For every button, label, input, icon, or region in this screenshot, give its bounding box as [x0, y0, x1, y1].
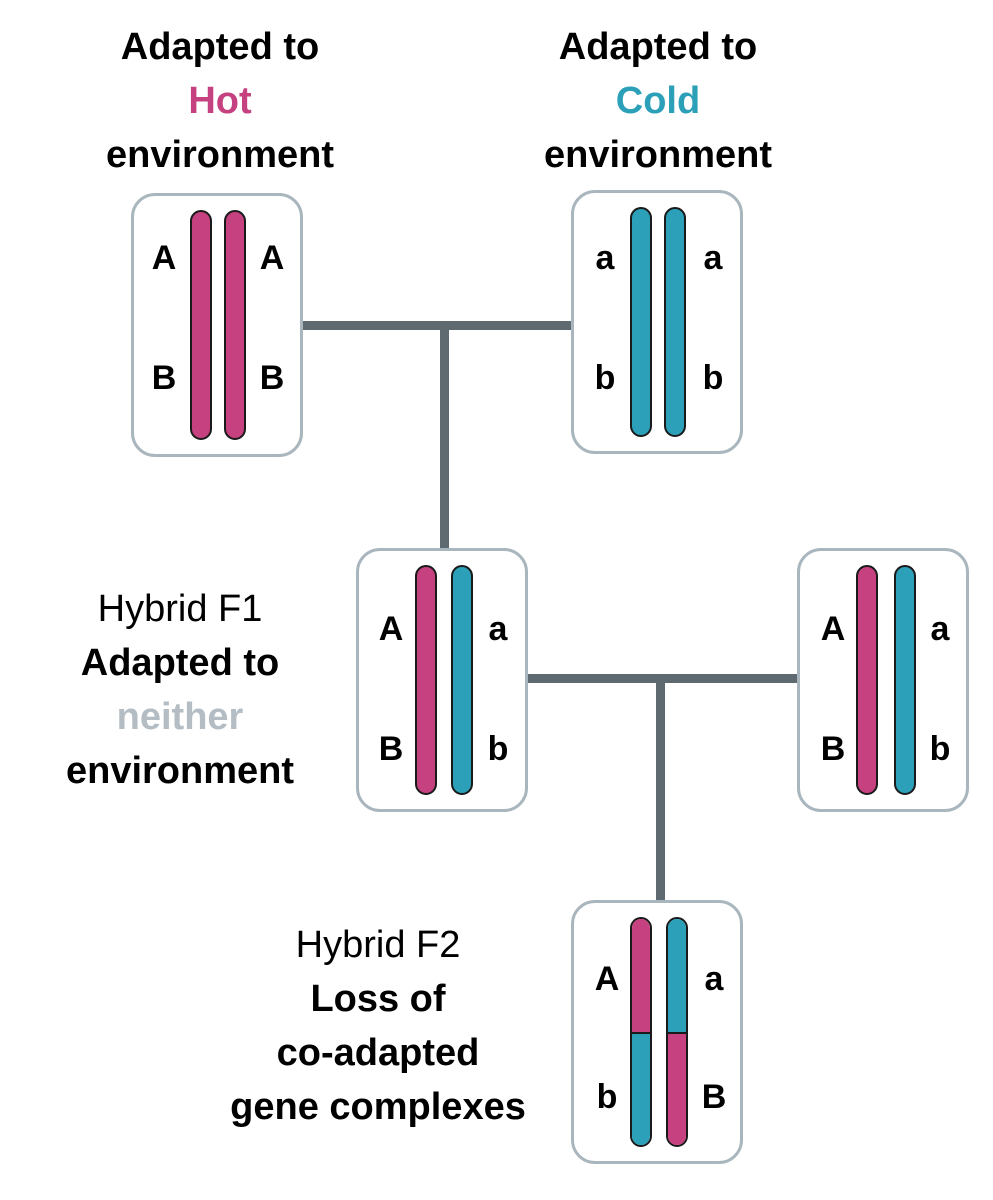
parent-cross-line — [303, 321, 573, 330]
f1-word: neither — [116, 696, 244, 738]
hot-right-allele-top: A — [259, 239, 285, 277]
f1-left-allele-bottom: B — [378, 730, 404, 768]
hot-chromosome-2 — [224, 210, 246, 440]
f1-right-allele-top: a — [488, 610, 508, 648]
cold-right-allele-top: a — [703, 239, 723, 277]
f2-right-allele-bottom: B — [701, 1078, 727, 1116]
f1-line1: Adapted to — [80, 642, 280, 684]
hot-chromosome-1 — [190, 210, 212, 440]
f1-title: Hybrid F1 — [97, 588, 263, 630]
f1-right-allele-bottom: b — [487, 730, 509, 768]
f1-mate-hot-chromosome — [856, 565, 878, 795]
f2-chrom2-hot-segment — [668, 1032, 686, 1145]
f2-chrom1-cold-segment — [632, 1032, 650, 1145]
cold-parent-heading: Adapted to Cold environment — [498, 20, 818, 182]
cold-heading-line3: environment — [543, 134, 773, 176]
f1-genotype-box: A B a b — [356, 548, 528, 812]
f1-hot-chromosome — [415, 565, 437, 795]
f2-genotype-box: A b a B — [571, 900, 743, 1164]
f1-cold-chromosome — [451, 565, 473, 795]
f2-left-allele-top: A — [594, 960, 620, 998]
f2-recombinant-chromosome-1 — [630, 917, 652, 1147]
cold-left-allele-bottom: b — [594, 359, 616, 397]
cold-chromosome-2 — [664, 207, 686, 437]
hot-heading-line1: Adapted to — [120, 26, 320, 68]
f2-right-allele-top: a — [704, 960, 724, 998]
cold-left-allele-top: a — [595, 239, 615, 277]
hot-parent-heading: Adapted to Hot environment — [60, 20, 380, 182]
f2-line2: co-adapted — [276, 1032, 480, 1074]
f1-mate-right-allele-bottom: b — [929, 730, 951, 768]
f1-left-allele-top: A — [378, 610, 404, 648]
f2-label: Hybrid F2 Loss of co-adapted gene comple… — [198, 918, 558, 1134]
f1-line3: environment — [65, 750, 295, 792]
cold-chromosome-1 — [630, 207, 652, 437]
f2-chrom2-cold-segment — [668, 919, 686, 1032]
f2-recombinant-chromosome-2 — [666, 917, 688, 1147]
hot-heading-word: Hot — [188, 80, 252, 122]
f2-chrom1-hot-segment — [632, 919, 650, 1032]
hot-left-allele-top: A — [151, 239, 177, 277]
hot-right-allele-bottom: B — [259, 359, 285, 397]
cold-right-allele-bottom: b — [702, 359, 724, 397]
f1-descent-line — [656, 674, 665, 904]
f1-mate-genotype-box: A B a b — [797, 548, 969, 812]
f2-title: Hybrid F2 — [295, 924, 461, 966]
f1-mate-left-allele-top: A — [820, 610, 846, 648]
hot-parent-genotype-box: A B A B — [131, 193, 303, 457]
f1-mate-right-allele-top: a — [930, 610, 950, 648]
f1-mate-cold-chromosome — [894, 565, 916, 795]
cold-heading-word: Cold — [615, 80, 701, 122]
cold-parent-genotype-box: a b a b — [571, 190, 743, 454]
cold-heading-line1: Adapted to — [558, 26, 758, 68]
hot-left-allele-bottom: B — [151, 359, 177, 397]
f1-mate-left-allele-bottom: B — [820, 730, 846, 768]
parent-descent-line — [440, 321, 449, 553]
f1-label: Hybrid F1 Adapted to neither environment — [20, 582, 340, 798]
hot-heading-line3: environment — [105, 134, 335, 176]
f2-left-allele-bottom: b — [596, 1078, 618, 1116]
f2-line3: gene complexes — [230, 1086, 526, 1128]
f2-line1: Loss of — [310, 978, 446, 1020]
